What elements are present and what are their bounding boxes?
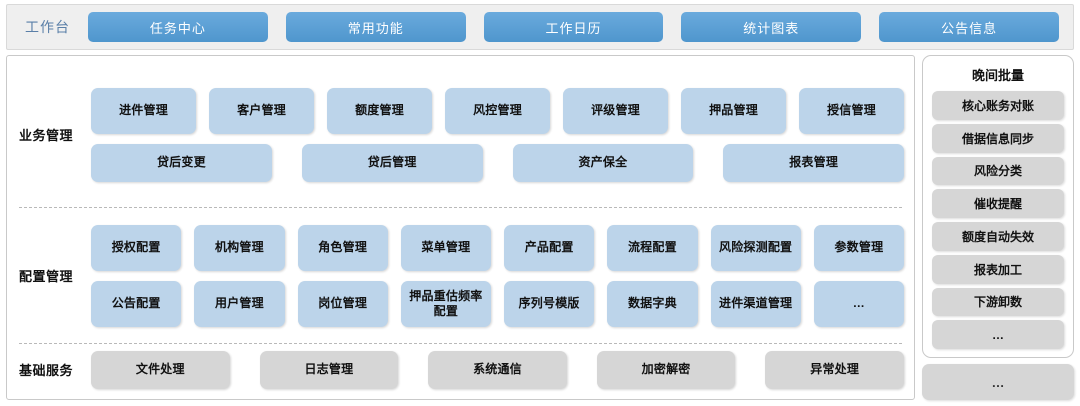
config-rows: 授权配置 机构管理 角色管理 菜单管理 产品配置 流程配置 风险探测配置 参数管… (91, 224, 904, 327)
card-role-management[interactable]: 角色管理 (297, 224, 388, 271)
base-rows: 文件处理 日志管理 系统通信 加密解密 异常处理 (91, 350, 904, 389)
business-rows: 进件管理 客户管理 额度管理 风控管理 评级管理 押品管理 授信管理 贷后变更 … (91, 87, 904, 182)
section-label-business: 业务管理 (19, 128, 74, 143)
divider-business-config (19, 207, 902, 208)
right-column: 晚间批量 核心账务对账 借据信息同步 风险分类 催收提醒 额度自动失效 报表加工… (922, 55, 1074, 400)
card-announcement-config[interactable]: 公告配置 (91, 280, 182, 327)
card-config-more[interactable]: … (813, 280, 904, 327)
card-rating-management[interactable]: 评级管理 (563, 87, 668, 134)
tab-common-functions[interactable]: 常用功能 (285, 12, 466, 42)
divider-config-base (19, 343, 902, 344)
card-collateral-revaluation-frequency-config[interactable]: 押品重估频率配置 (400, 280, 491, 327)
card-product-config[interactable]: 产品配置 (504, 224, 595, 271)
workbench-title: 工作台 (25, 19, 70, 35)
config-row-1: 授权配置 机构管理 角色管理 菜单管理 产品配置 流程配置 风险探测配置 参数管… (91, 224, 904, 271)
night-batch-title: 晚间批量 (971, 68, 1024, 83)
batch-item-risk-classification[interactable]: 风险分类 (932, 156, 1064, 186)
card-collateral-management[interactable]: 押品管理 (681, 87, 786, 134)
base-row-1: 文件处理 日志管理 系统通信 加密解密 异常处理 (91, 350, 904, 389)
section-business-management: 业务管理 进件管理 客户管理 额度管理 风控管理 评级管理 押品管理 授信管理 … (17, 62, 904, 207)
card-post-loan-management[interactable]: 贷后管理 (301, 143, 483, 182)
card-customer-management[interactable]: 客户管理 (209, 87, 314, 134)
config-row-2: 公告配置 用户管理 岗位管理 押品重估频率配置 序列号模版 数据字典 进件渠道管… (91, 280, 904, 327)
card-post-loan-change[interactable]: 贷后变更 (91, 143, 272, 182)
top-tab-group: 任务中心 常用功能 工作日历 统计图表 公告信息 (88, 12, 1059, 42)
card-organization-management[interactable]: 机构管理 (194, 224, 285, 271)
card-risk-detection-config[interactable]: 风险探测配置 (710, 224, 801, 271)
card-serial-number-template[interactable]: 序列号模版 (504, 280, 595, 327)
batch-item-more[interactable]: … (932, 320, 1064, 349)
card-file-processing[interactable]: 文件处理 (91, 350, 230, 389)
tab-task-center[interactable]: 任务中心 (88, 12, 268, 42)
module-map-panel: 业务管理 进件管理 客户管理 额度管理 风控管理 评级管理 押品管理 授信管理 … (6, 55, 915, 400)
card-system-communication[interactable]: 系统通信 (428, 350, 567, 389)
business-row-2: 贷后变更 贷后管理 资产保全 报表管理 (91, 143, 904, 182)
card-parameter-management[interactable]: 参数管理 (813, 224, 904, 271)
batch-item-auto-limit-expiry[interactable]: 额度自动失效 (932, 222, 1064, 251)
card-data-dictionary[interactable]: 数据字典 (607, 280, 698, 327)
card-user-management[interactable]: 用户管理 (194, 280, 285, 327)
right-column-more-button[interactable]: … (922, 364, 1074, 400)
card-menu-management[interactable]: 菜单管理 (400, 224, 491, 271)
section-label-config: 配置管理 (19, 269, 74, 284)
card-asset-preservation[interactable]: 资产保全 (512, 143, 694, 182)
card-authorization-config[interactable]: 授权配置 (91, 224, 182, 271)
card-encryption-decryption[interactable]: 加密解密 (596, 350, 736, 389)
tab-announcements[interactable]: 公告信息 (879, 12, 1059, 42)
tab-statistics-charts[interactable]: 统计图表 (681, 12, 862, 42)
card-credit-granting-management[interactable]: 授信管理 (799, 87, 904, 134)
card-credit-limit-management[interactable]: 额度管理 (327, 87, 432, 134)
business-row-1: 进件管理 客户管理 额度管理 风控管理 评级管理 押品管理 授信管理 (91, 87, 904, 134)
batch-item-report-processing[interactable]: 报表加工 (932, 254, 1064, 284)
batch-item-collection-reminder[interactable]: 催收提醒 (932, 189, 1064, 218)
top-navigation-bar: 工作台 任务中心 常用功能 工作日历 统计图表 公告信息 (6, 4, 1074, 50)
card-process-config[interactable]: 流程配置 (607, 224, 698, 271)
batch-item-downstream-data-unload[interactable]: 下游卸数 (932, 287, 1064, 317)
section-config-management: 配置管理 授权配置 机构管理 角色管理 菜单管理 产品配置 流程配置 风险探测配… (17, 208, 904, 343)
content-area: 业务管理 进件管理 客户管理 额度管理 风控管理 评级管理 押品管理 授信管理 … (6, 55, 1074, 400)
batch-item-core-account-reconciliation[interactable]: 核心账务对账 (932, 91, 1064, 120)
card-incoming-management[interactable]: 进件管理 (91, 87, 196, 134)
night-batch-panel: 晚间批量 核心账务对账 借据信息同步 风险分类 催收提醒 额度自动失效 报表加工… (922, 55, 1074, 358)
card-risk-control-management[interactable]: 风控管理 (445, 87, 550, 134)
card-exception-handling[interactable]: 异常处理 (765, 350, 904, 389)
card-position-management[interactable]: 岗位管理 (297, 280, 388, 327)
card-incoming-channel-management[interactable]: 进件渠道管理 (710, 280, 801, 327)
card-report-management[interactable]: 报表管理 (723, 143, 904, 182)
tab-work-calendar[interactable]: 工作日历 (483, 12, 664, 42)
batch-item-loan-document-sync[interactable]: 借据信息同步 (932, 123, 1064, 153)
section-base-services: 基础服务 文件处理 日志管理 系统通信 加密解密 异常处理 (17, 344, 904, 395)
card-log-management[interactable]: 日志管理 (259, 350, 399, 389)
section-label-base: 基础服务 (19, 363, 74, 378)
